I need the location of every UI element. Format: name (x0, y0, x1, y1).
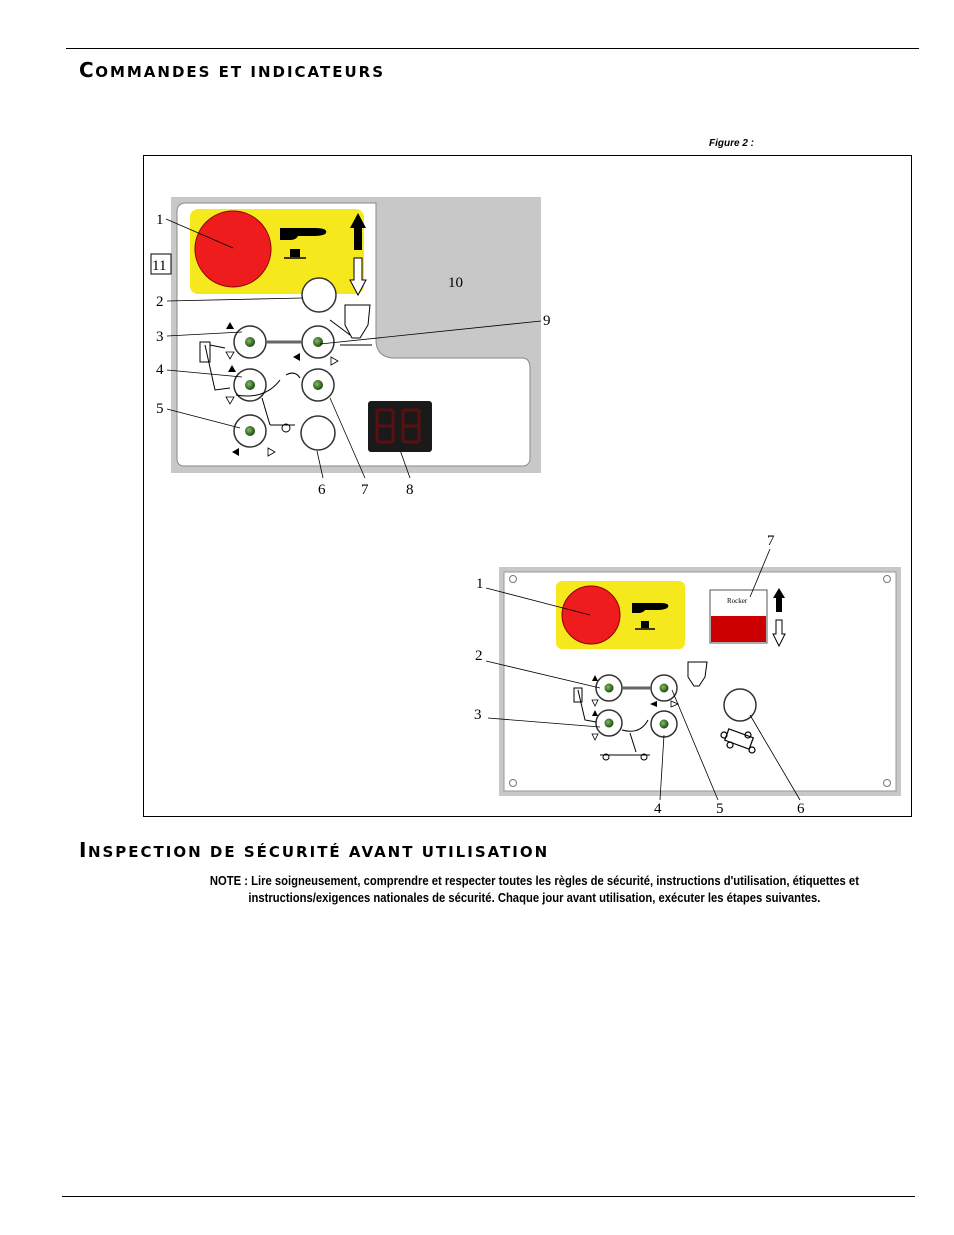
hand-icon-lower (631, 602, 668, 630)
label-lower-4: 4 (654, 801, 662, 817)
platform-basket-icon (329, 304, 372, 345)
label-upper-1: 1 (156, 212, 164, 228)
label-lower-6: 6 (797, 801, 805, 817)
emergency-stop-button (194, 210, 271, 287)
label-upper-9: 9 (543, 313, 551, 329)
label-upper-2: 2 (156, 294, 164, 310)
boom-sketch-icon-lower (573, 661, 708, 760)
top-rule (66, 48, 919, 49)
lower-button-4 (649, 709, 678, 738)
figure-caption: Figure 2 : (709, 138, 755, 149)
button-9 (300, 324, 335, 359)
lift-up-arrow-icon-lower (772, 587, 785, 612)
upper-control-panel: 1 2 3 4 5 6 7 8 9 10 11 (150, 196, 551, 498)
drive-vehicle-icon (719, 727, 756, 754)
lower-control-panel: Rocker (474, 533, 901, 817)
label-upper-10: 10 (448, 275, 463, 291)
label-upper-5: 5 (156, 401, 164, 417)
label-lower-2: 2 (475, 648, 483, 664)
label-upper-11: 11 (152, 258, 166, 274)
label-lower-5: 5 (716, 801, 724, 817)
control-panels-figure: 1 2 3 4 5 6 7 8 9 10 11 (150, 196, 901, 817)
label-upper-4: 4 (156, 362, 164, 378)
emergency-stop-button-lower (561, 585, 620, 644)
label-upper-8: 8 (406, 482, 414, 498)
section-title-inspection: INSPECTION DE SÉCURITÉ AVANT UTILISATION (79, 838, 550, 862)
note-label: NOTE : (209, 874, 248, 888)
digital-display (367, 400, 432, 452)
button-2-empty (300, 276, 337, 313)
button-7 (300, 367, 335, 402)
bottom-rule (62, 1196, 915, 1197)
button-3 (232, 324, 267, 359)
hand-icon (279, 227, 326, 259)
note-text: Lire soigneusement, comprendre et respec… (248, 874, 859, 905)
label-lower-3: 3 (474, 707, 482, 723)
rocker-label: Rocker (727, 597, 748, 605)
label-lower-1: 1 (476, 576, 484, 592)
button-5 (232, 413, 267, 448)
lower-button-3 (594, 708, 623, 737)
rocker-switch: Rocker (709, 589, 767, 643)
boom-sketch-icon (199, 341, 300, 432)
label-11-box (150, 253, 171, 274)
lift-up-arrow-icon (349, 212, 366, 250)
section-title-commandes: COMMANDES ET INDICATEURS (79, 58, 386, 82)
safety-note: NOTE : Lire soigneusement, comprendre et… (160, 873, 909, 907)
label-upper-6: 6 (318, 482, 326, 498)
label-upper-7: 7 (361, 482, 369, 498)
lift-down-arrow-icon (348, 257, 367, 296)
lower-button-5 (649, 673, 678, 702)
label-upper-3: 3 (156, 329, 164, 345)
button-6-empty (299, 414, 336, 451)
lower-button-6-empty (722, 687, 757, 722)
label-lower-7: 7 (767, 533, 775, 549)
figure-box: 1 2 3 4 5 6 7 8 9 10 11 (143, 155, 912, 817)
lift-down-arrow-icon-lower (771, 619, 786, 647)
